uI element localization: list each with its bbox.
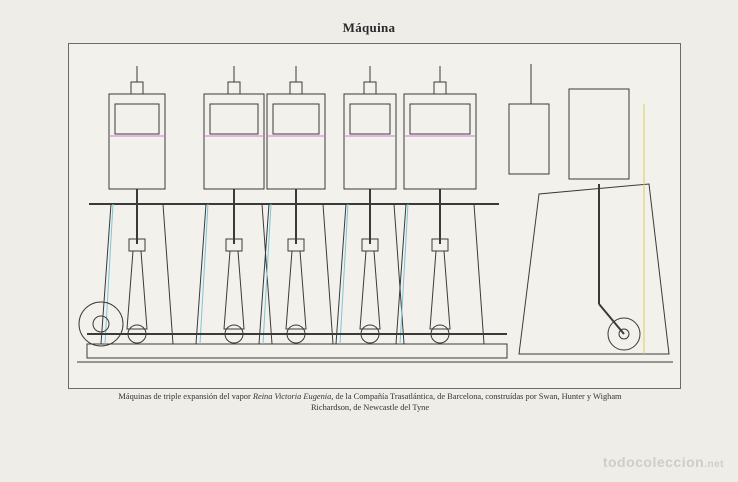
caption-text-start: Máquinas de triple expansión del vapor xyxy=(118,392,253,401)
watermark-logo: todocoleccion.net xyxy=(603,454,724,470)
turning-gear-hub xyxy=(92,315,110,333)
engine-drawing-plate xyxy=(68,43,681,389)
cylinder-piston-5 xyxy=(409,103,471,135)
watermark-name: todocoleccion xyxy=(602,454,705,470)
column-accent-3 xyxy=(262,203,272,345)
side-crank-pin xyxy=(618,328,630,340)
caption-ship-name: Reina Victoria Eugenia xyxy=(252,392,332,401)
cylinder-5 xyxy=(403,93,477,190)
side-valve-gear xyxy=(508,103,550,175)
cylinder-piston-1 xyxy=(114,103,160,135)
side-crank xyxy=(607,317,641,351)
caption-text-line2: Richardson, de Newcastle del Tyne xyxy=(310,403,430,412)
turning-gear xyxy=(78,301,124,347)
side-cylinder xyxy=(568,88,630,180)
side-frame xyxy=(518,183,670,355)
column-left-3 xyxy=(258,203,270,345)
column-accent-1 xyxy=(104,203,114,345)
column-left-2 xyxy=(195,203,207,345)
connecting-rod-4 xyxy=(359,250,381,330)
column-right-1 xyxy=(162,203,174,345)
connecting-rod-1 xyxy=(126,250,148,330)
cylinder-1 xyxy=(108,93,166,190)
cylinder-4 xyxy=(343,93,397,190)
bedplate xyxy=(86,343,508,359)
valve-chest-4 xyxy=(363,81,377,95)
side-connecting-rod xyxy=(598,303,625,335)
column-right-3 xyxy=(322,203,334,345)
valve-chest-5 xyxy=(433,81,447,95)
caption-text-line1: , de la Compañía Trasatlántica, de Barce… xyxy=(331,392,622,401)
column-left-5 xyxy=(395,203,407,345)
cylinder-2 xyxy=(203,93,265,190)
page-title: Máquina xyxy=(342,20,396,35)
valve-chest-1 xyxy=(130,81,144,95)
column-right-5 xyxy=(473,203,485,345)
connecting-rod-5 xyxy=(429,250,451,330)
valve-chest-2 xyxy=(227,81,241,95)
column-left-1 xyxy=(100,203,112,345)
engine-illustration xyxy=(77,64,673,363)
cylinder-piston-4 xyxy=(349,103,391,135)
valve-chest-3 xyxy=(289,81,303,95)
cylinder-piston-2 xyxy=(209,103,259,135)
column-right-4 xyxy=(393,203,405,345)
connecting-rod-3 xyxy=(285,250,307,330)
column-accent-5 xyxy=(399,203,409,345)
cylinder-piston-3 xyxy=(272,103,320,135)
column-left-4 xyxy=(335,203,347,345)
watermark-tld: .net xyxy=(704,459,724,470)
column-accent-4 xyxy=(339,203,349,345)
cylinder-3 xyxy=(266,93,326,190)
figure-caption: Máquinas de triple expansión del vapor R… xyxy=(60,391,680,413)
connecting-rod-2 xyxy=(223,250,245,330)
column-accent-2 xyxy=(199,203,209,345)
